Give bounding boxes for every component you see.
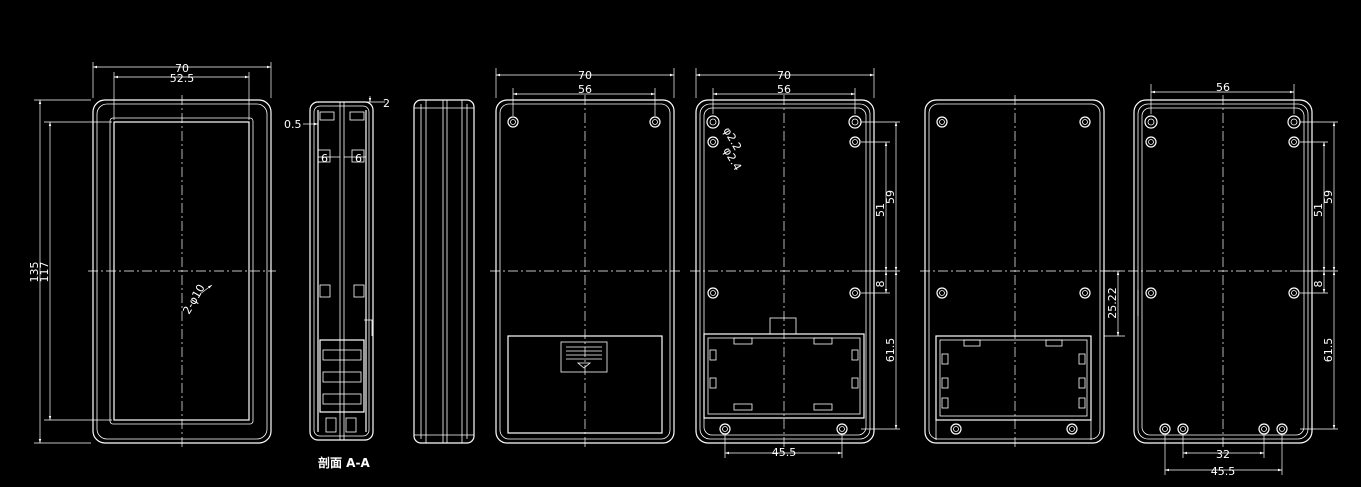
base-bottom-outer-label: 45.5 xyxy=(1211,465,1236,478)
inner-dim-61-5: 61.5 xyxy=(884,338,897,363)
inner-dim-8: 8 xyxy=(874,281,887,288)
inner-dim-59: 59 xyxy=(884,190,897,204)
lid-view: 25.22 xyxy=(920,95,1125,448)
inner-dim-51: 51 xyxy=(874,203,887,217)
inner-dia-inner-label: φ2.4 xyxy=(720,145,744,173)
section-caption: 剖面 A-A xyxy=(318,455,370,470)
base-dim-61-5: 61.5 xyxy=(1322,338,1335,363)
front-height-label: 135 xyxy=(28,262,41,283)
lid-offset-label: 25.22 xyxy=(1106,287,1119,319)
back-hole-spacing-label: 56 xyxy=(578,83,592,96)
base-dim-59: 59 xyxy=(1322,190,1335,204)
section-view: 2 0.5 6 6 剖面 A-A xyxy=(284,96,390,470)
section-rib-label: 0.5 xyxy=(284,118,302,131)
base-dim-51: 51 xyxy=(1312,203,1325,217)
inner-hole-spacing-label: 56 xyxy=(777,83,791,96)
front-hole-note: 2-φ10 xyxy=(180,282,207,316)
base-hole-spacing-label: 56 xyxy=(1216,81,1230,94)
section-wall-label: 2 xyxy=(383,97,390,110)
section-step-left-label: 6 xyxy=(321,152,328,165)
base-dim-8: 8 xyxy=(1312,281,1325,288)
section-step-right-label: 6 xyxy=(355,152,362,165)
back-view: 70 56 xyxy=(490,68,680,448)
front-inner-width-label: 52.5 xyxy=(170,72,195,85)
front-inner-height-label: 117 xyxy=(38,262,51,283)
base-view: 56 51 59 8 61.5 32 45.5 xyxy=(1128,81,1338,478)
front-view: 70 52.5 135 117 2-φ10 xyxy=(28,62,276,448)
inner-width-label: 70 xyxy=(777,69,791,82)
inner-view: 70 56 φ2.2 φ2.4 51 59 8 61.5 45.5 xyxy=(690,68,900,459)
inner-bottom-spacing-label: 45.5 xyxy=(772,446,797,459)
side-view xyxy=(413,99,475,444)
front-width-label: 70 xyxy=(175,62,189,75)
back-width-label: 70 xyxy=(578,69,592,82)
base-bottom-inner-label: 32 xyxy=(1216,448,1230,461)
